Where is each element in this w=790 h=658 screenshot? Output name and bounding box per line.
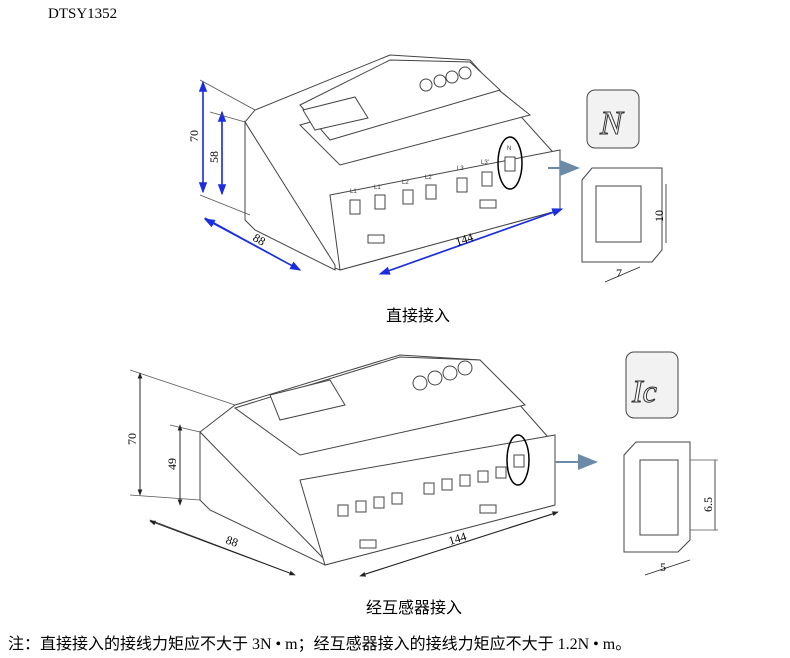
dim-height-total: 70	[125, 433, 139, 445]
svg-text:N: N	[599, 105, 625, 142]
dim-depth: 88	[224, 533, 240, 550]
highlight-circle	[497, 136, 523, 190]
caption-direct: 直接接入	[386, 308, 451, 325]
terminal-height: 10	[652, 210, 666, 222]
dim-width: 144	[454, 230, 475, 249]
terminal-height: 6.5	[701, 497, 715, 512]
svg-text:N: N	[507, 146, 511, 152]
terminal-width: 5	[660, 560, 666, 574]
meter-ct-connection: 70 49 88 144	[125, 354, 559, 577]
terminal-opening-detail: 10 7	[581, 167, 667, 283]
dim-height-body: 49	[165, 458, 179, 470]
dim-height-body: 58	[207, 151, 221, 163]
dim-height-total: 70	[187, 130, 201, 142]
svg-text:L2': L2'	[425, 175, 433, 181]
model-title: DTSY1352	[48, 6, 118, 22]
ic-label-icon: Ic	[625, 351, 679, 419]
terminal-row	[337, 454, 525, 517]
svg-text:L1': L1'	[374, 185, 382, 191]
torque-note: 注：直接接入的接线力矩应不大于 3N • m；经互感器接入的接线力矩应不大于 1…	[8, 636, 632, 653]
dim-width: 144	[447, 529, 468, 548]
terminal-width: 7	[616, 266, 622, 280]
caption-ct: 经互感器接入	[366, 600, 463, 617]
terminal-opening-detail: 6.5 5	[623, 441, 718, 576]
svg-text:Ic: Ic	[631, 373, 657, 409]
svg-text:L2: L2	[402, 180, 409, 186]
svg-text:L1: L1	[350, 189, 357, 195]
highlight-circle	[506, 434, 530, 486]
terminal-row: L1 L1' L2 L2' L3 L3' N	[349, 146, 516, 215]
svg-text:L3': L3'	[481, 160, 489, 166]
svg-text:L3: L3	[457, 166, 464, 172]
n-label-icon: N	[586, 89, 640, 149]
